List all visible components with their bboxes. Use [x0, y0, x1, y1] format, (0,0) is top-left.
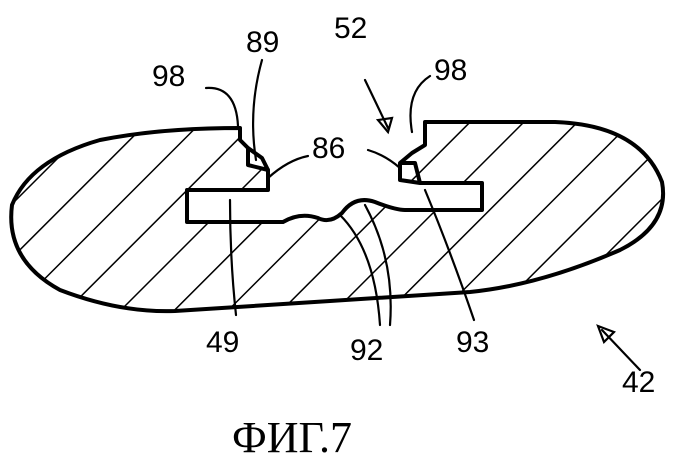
label-93: 93	[456, 326, 489, 359]
label-92: 92	[350, 334, 383, 367]
leader-98-left	[206, 88, 238, 126]
label-98-left: 98	[152, 60, 185, 93]
arrow-42	[602, 330, 640, 370]
label-98-right: 98	[434, 54, 467, 87]
label-86: 86	[312, 132, 345, 165]
label-49: 49	[206, 326, 239, 359]
arrow-52	[365, 80, 388, 128]
leader-86-right	[368, 150, 400, 168]
arrow-52-head	[378, 118, 392, 132]
figure-caption: ФИГ.7	[232, 413, 352, 462]
label-89: 89	[246, 26, 279, 59]
leader-89	[253, 60, 262, 160]
label-52: 52	[334, 12, 367, 45]
label-42: 42	[622, 366, 655, 399]
leader-86-left	[268, 156, 308, 178]
